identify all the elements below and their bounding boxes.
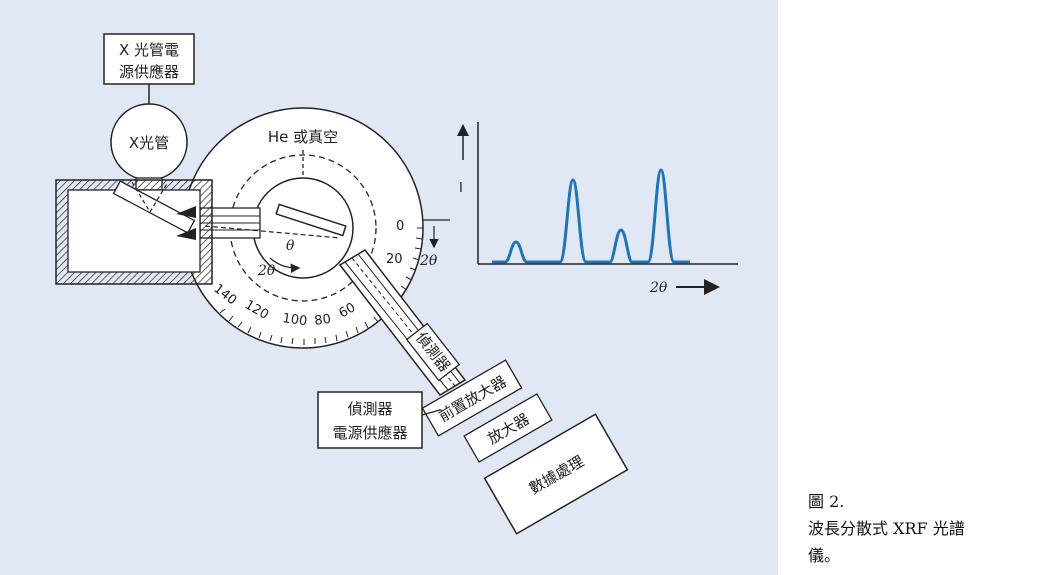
spectrum-plot: I 2θ xyxy=(457,122,738,296)
spectrum-x-label: 2θ xyxy=(649,280,668,296)
detector-power-supply-box: 偵測器 電源供應器 xyxy=(317,391,423,449)
caption-line1: 波長分散式 XRF 光譜 xyxy=(808,519,965,538)
detector-power-supply-line1: 偵測器 xyxy=(347,400,392,418)
xray-tube: X光管 xyxy=(110,103,188,191)
scale-twenty: 20 xyxy=(386,252,403,267)
xray-tube-label: X光管 xyxy=(129,134,169,152)
xray-power-supply-line1: X 光管電 xyxy=(119,41,179,59)
xray-power-supply-line2: 源供應器 xyxy=(119,63,179,81)
caption-line2: 儀。 xyxy=(808,546,841,565)
scale-60: 60 xyxy=(337,300,359,321)
sample-chamber xyxy=(55,179,213,285)
scale-100: 100 xyxy=(281,311,308,329)
data-processing-box: 數據處理 xyxy=(483,413,629,535)
theta-label: θ xyxy=(286,238,295,254)
scale-80: 80 xyxy=(313,312,331,329)
spectrum-line xyxy=(492,168,690,264)
two-theta-indicator-label: 2θ xyxy=(419,253,438,269)
figure-caption: 圖 2. 波長分散式 XRF 光譜 儀。 xyxy=(808,488,1040,569)
two-theta-inner-label: 2θ xyxy=(257,263,276,279)
detector-power-supply-line2: 電源供應器 xyxy=(332,424,407,442)
detector-arm: 偵測器 xyxy=(338,249,467,396)
spectrum-y-label: I xyxy=(459,181,463,196)
xrf-spectrometer-diagram: X 光管電 源供應器 X光管 xyxy=(55,33,738,535)
xray-power-supply-box: X 光管電 源供應器 xyxy=(103,33,195,85)
figure-number: 圖 2. xyxy=(808,492,845,511)
scale-zero: 0 xyxy=(396,219,404,234)
analyzing-crystal xyxy=(275,203,347,237)
atmosphere-label: He 或真空 xyxy=(268,128,338,146)
